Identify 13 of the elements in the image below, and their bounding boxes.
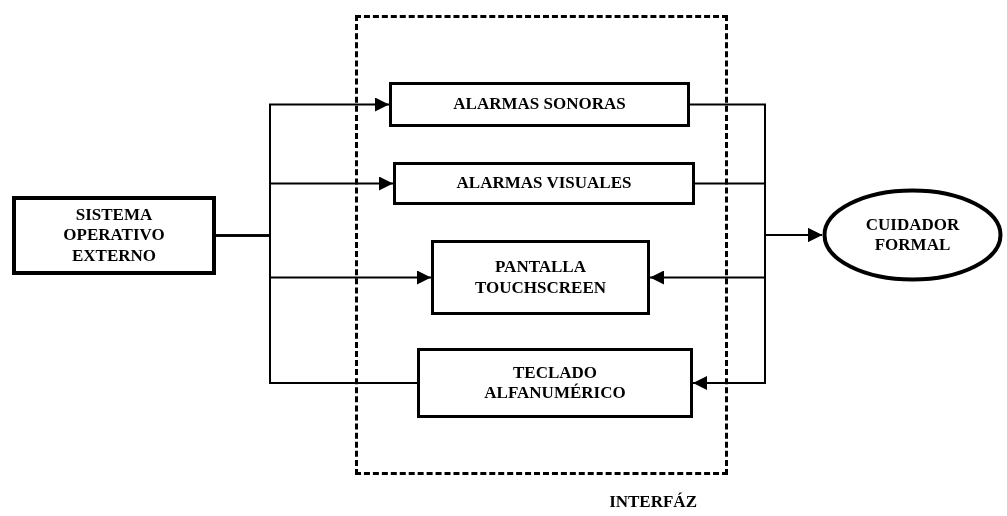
- node-label: CUIDADOR FORMAL: [864, 214, 961, 256]
- box-label: ALARMAS SONORAS: [453, 94, 626, 115]
- box-label: PANTALLA TOUCHSCREEN: [474, 257, 607, 298]
- box-label: TECLADO ALFANUMÉRICO: [483, 362, 627, 404]
- box-label: SISTEMA OPERATIVO EXTERNO: [62, 204, 166, 267]
- process-box: [389, 82, 690, 127]
- process-box: [417, 348, 693, 418]
- process-box: [393, 162, 695, 205]
- ellipse-node: [822, 188, 1003, 282]
- process-box: [431, 240, 650, 315]
- boundary-label: INTERFÁZ: [609, 491, 697, 512]
- box-label: ALARMAS VISUALES: [456, 173, 632, 194]
- process-box: [12, 196, 216, 275]
